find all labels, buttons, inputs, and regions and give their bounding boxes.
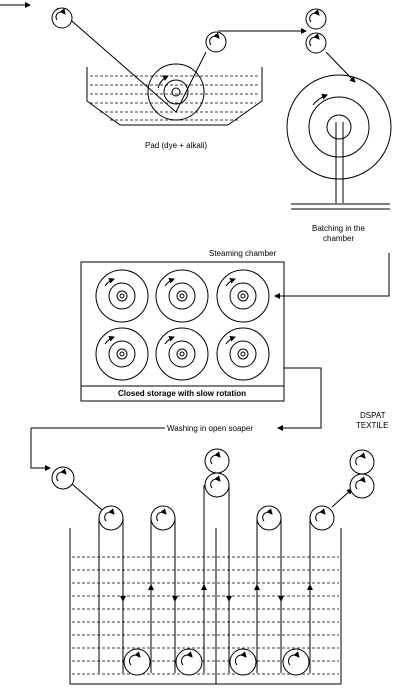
top-roller <box>150 505 176 531</box>
steaming-label: Steaming chamber <box>209 249 276 258</box>
top-roller <box>256 505 282 531</box>
batch-to-steam-line <box>274 253 390 299</box>
washing-label: Washing in open soaper <box>167 424 253 433</box>
closed-storage-label: Closed storage with slow rotation <box>118 389 246 398</box>
top-roller <box>98 505 124 531</box>
pad-trough <box>86 67 263 126</box>
batching-label-line1: Batching in the <box>312 224 365 233</box>
storage-roll <box>155 269 209 323</box>
bottom-roller <box>123 648 151 676</box>
brand-line2: TEXTILE <box>356 421 388 430</box>
top-roller <box>309 505 335 531</box>
storage-roll <box>216 327 270 381</box>
batch-stand <box>291 122 390 210</box>
washing-section: Washing in open soaper DSPAT TEXTILE <box>30 411 388 685</box>
guide-roller <box>51 7 73 29</box>
batch-roll <box>286 74 392 180</box>
pad-large-roller <box>147 63 205 121</box>
steaming-chamber: Steaming chamber Closed storage with slo… <box>80 249 322 431</box>
top-roller <box>204 472 230 498</box>
nip-roller-top <box>305 8 327 30</box>
bottom-roller <box>282 648 310 676</box>
storage-roll <box>95 327 149 381</box>
wash-feed-line-down <box>30 428 51 471</box>
batching-section: Batching in the chamber <box>274 74 392 299</box>
steaming-box <box>80 261 285 402</box>
wash-entry-roller <box>51 466 75 490</box>
flow-direction-arrows <box>120 584 313 602</box>
pad-section: Pad (dye + alkali) <box>0 2 356 150</box>
brand-line1: DSPAT <box>360 411 386 420</box>
storage-roll <box>155 327 209 381</box>
exit-roller-bottom <box>349 473 375 499</box>
bottom-roller <box>229 648 257 676</box>
top-roller <box>204 448 230 474</box>
storage-roll <box>216 269 270 323</box>
nip-to-batch-line <box>325 51 356 83</box>
exit-roller-top <box>349 449 375 475</box>
pad-label: Pad (dye + alkali) <box>145 141 207 150</box>
pad-fabric-path <box>56 7 207 113</box>
pad-liquor-lines <box>90 75 259 121</box>
storage-roll <box>95 269 149 323</box>
nip-roller-bottom <box>305 32 327 54</box>
steam-to-wash-line <box>277 367 322 431</box>
batching-label-line2: chamber <box>323 234 354 243</box>
pad-top-roller <box>205 31 227 53</box>
bottom-roller <box>175 648 203 676</box>
